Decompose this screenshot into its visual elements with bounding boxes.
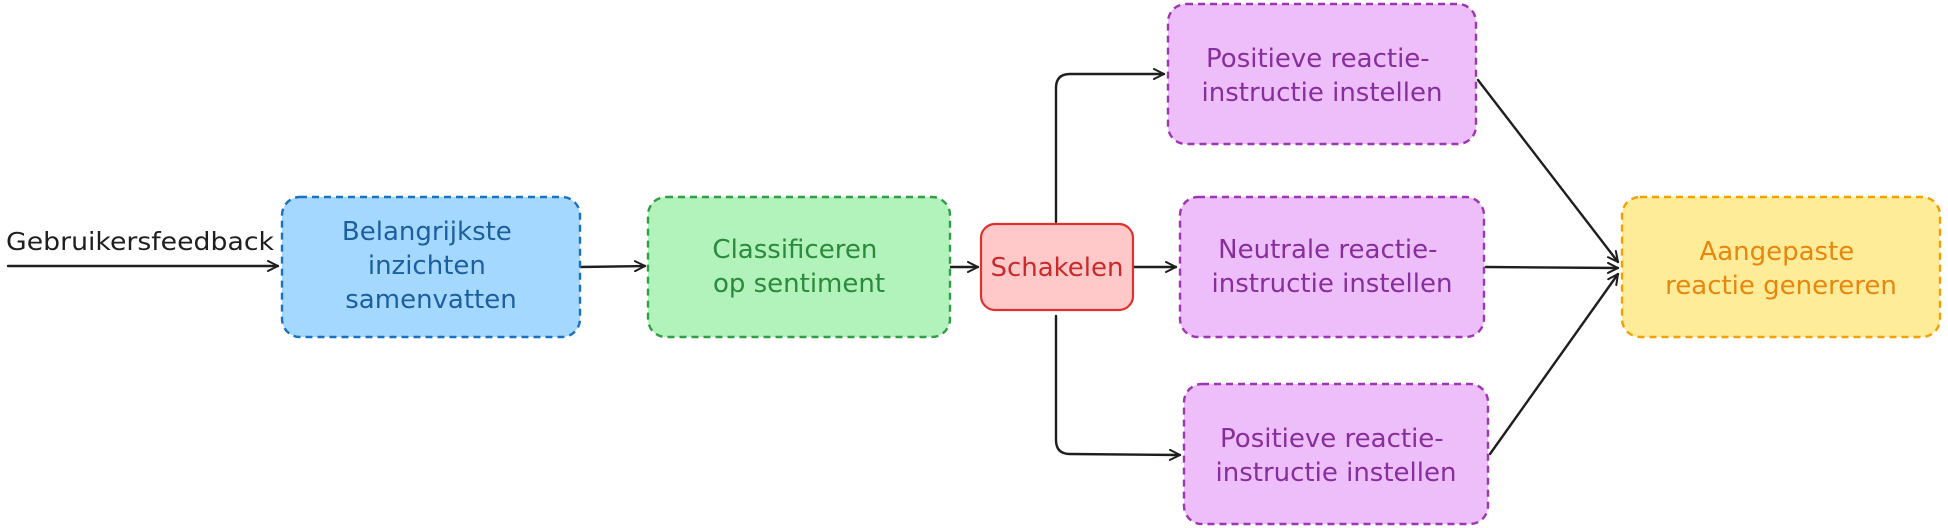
node-summarize[interactable]: Belangrijkste inzichten samenvatten [280, 195, 582, 339]
edge-switch-to-positive-top [1054, 68, 1166, 224]
node-generate[interactable]: Aangepaste reactie genereren [1620, 195, 1942, 339]
node-positive-bottom-box [1182, 382, 1490, 526]
node-switch-label: Schakelen [990, 253, 1123, 283]
node-positive-top-line-2: instructie instellen [1202, 78, 1443, 108]
node-switch-line-1: Schakelen [990, 253, 1123, 283]
node-classify-line-1: Classificeren [712, 235, 877, 265]
input-label: Gebruikersfeedback [6, 227, 275, 256]
node-generate-line-1: Aangepaste [1699, 237, 1854, 267]
node-classify-label: Classificeren op sentiment [712, 235, 885, 299]
node-classify-box [646, 195, 952, 339]
node-neutral-box [1178, 195, 1486, 339]
edge-neutral-to-generate [1484, 261, 1620, 274]
node-summarize-box [280, 195, 582, 339]
node-switch[interactable]: Schakelen [979, 222, 1135, 312]
node-summarize-line-3: samenvatten [345, 285, 516, 315]
node-generate-label: Aangepaste reactie genereren [1665, 237, 1897, 301]
node-classify[interactable]: Classificeren op sentiment [646, 195, 952, 339]
node-positive-bottom[interactable]: Positieve reactie- instructie instellen [1182, 382, 1490, 526]
node-switch-box [979, 222, 1135, 312]
edge-switch-to-positive-bottom [1054, 314, 1182, 461]
edge-positive-bottom-to-generate [1488, 272, 1620, 456]
node-positive-top-label: Positieve reactie- instructie instellen [1202, 44, 1443, 108]
edges [6, 68, 1620, 461]
edge-summarize-to-classify [578, 260, 647, 273]
node-generate-box [1620, 195, 1942, 339]
node-summarize-label: Belangrijkste inzichten samenvatten [342, 217, 520, 315]
node-summarize-line-2: inzichten [368, 251, 486, 281]
node-neutral-label: Neutrale reactie- instructie instellen [1212, 235, 1453, 299]
node-positive-bottom-line-1: Positieve reactie- [1220, 424, 1444, 454]
node-classify-line-2: op sentiment [713, 269, 885, 299]
node-neutral-line-2: instructie instellen [1212, 269, 1453, 299]
node-positive-bottom-line-2: instructie instellen [1216, 458, 1457, 488]
node-positive-top-line-1: Positieve reactie- [1206, 44, 1430, 74]
node-neutral-line-1: Neutrale reactie- [1218, 235, 1437, 265]
edge-positive-top-to-generate [1476, 78, 1620, 264]
node-generate-line-2: reactie genereren [1665, 271, 1897, 301]
node-neutral[interactable]: Neutrale reactie- instructie instellen [1178, 195, 1486, 339]
node-summarize-line-1: Belangrijkste [342, 217, 512, 247]
node-positive-bottom-label: Positieve reactie- instructie instellen [1216, 424, 1457, 488]
node-positive-top-box [1166, 2, 1478, 146]
node-positive-top[interactable]: Positieve reactie- instructie instellen [1166, 2, 1478, 146]
